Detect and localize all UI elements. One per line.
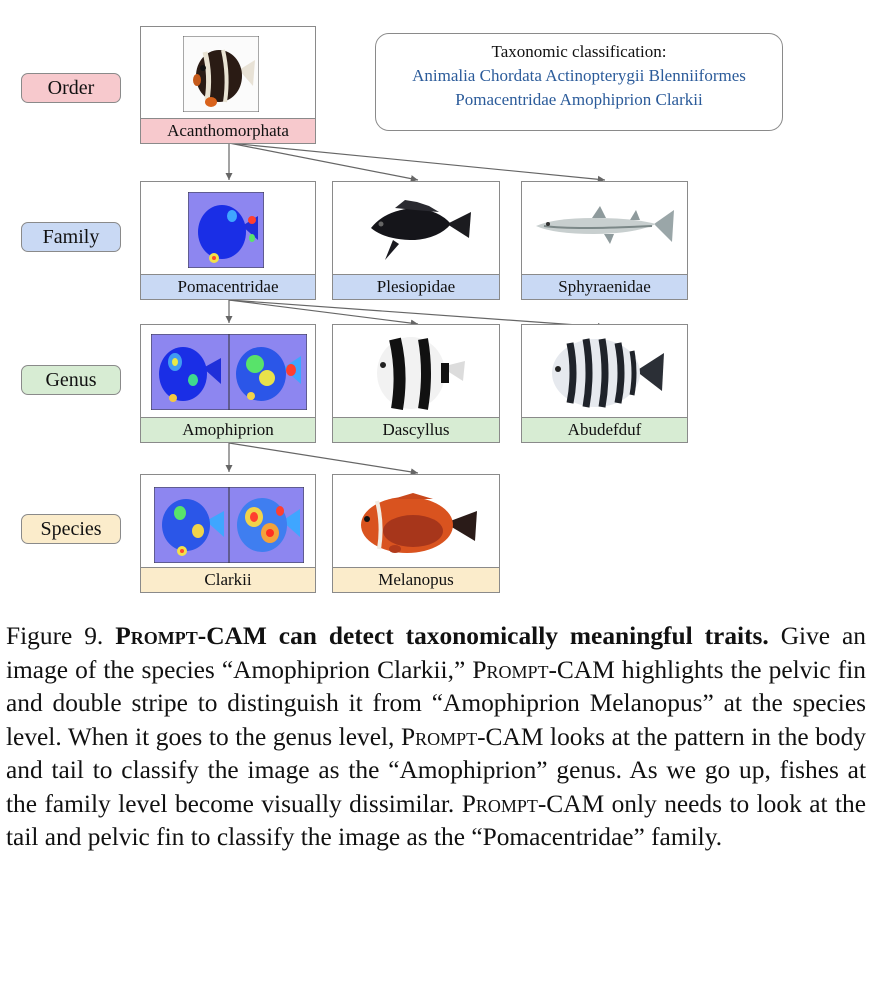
caption-amophiprion: Amophiprion (141, 417, 315, 442)
card-acanthomorphata: Acanthomorphata (140, 26, 316, 144)
caption-sentence-2b: looks at the pattern in the body and tai… (6, 722, 866, 818)
caption-plesiopidae: Plesiopidae (333, 274, 499, 299)
taxonomic-classification-names: Animalia Chordata Actinopterygii Blennii… (412, 66, 746, 109)
hierarchy-arrows (225, 142, 606, 476)
arrow-family-dascyllus (228, 299, 419, 327)
taxonomic-classification-box: Taxonomic classification: Animalia Chord… (375, 33, 783, 131)
method-name-1: Prompt-CAM (472, 655, 615, 684)
caption-sentence-3b: only needs to look at the tail and pelvi… (6, 789, 866, 852)
caption-bold-heading: Prompt-CAM can detect taxonomically mean… (115, 622, 769, 650)
caption-melanopus: Melanopus (333, 567, 499, 592)
caption-abudefduf: Abudefduf (522, 417, 687, 442)
card-dascyllus: Dascyllus (332, 324, 500, 443)
card-clarkii: Clarkii (140, 474, 316, 593)
attention-maps-clarkii (154, 487, 304, 563)
card-melanopus: Melanopus (332, 474, 500, 593)
taxonomy-figure: Order Family Genus Species Taxonomic cla… (21, 26, 783, 593)
level-label-species: Species (21, 514, 121, 544)
fish-photo-barracuda (536, 206, 674, 244)
method-name-3: Prompt-CAM (461, 789, 605, 818)
method-name-bold: Prompt-CAM (115, 622, 267, 650)
card-amophiprion: Amophiprion (140, 324, 316, 443)
caption-bold-rest: can detect taxonomically meaningful trai… (266, 622, 769, 650)
card-sphyraenidae: Sphyraenidae (521, 181, 688, 300)
card-plesiopidae: Plesiopidae (332, 181, 500, 300)
card-pomacentridae: Pomacentridae (140, 181, 316, 300)
level-label-order: Order (21, 73, 121, 103)
card-abudefduf: Abudefduf (521, 324, 688, 443)
attention-maps-amophiprion (151, 334, 307, 410)
caption-dascyllus: Dascyllus (333, 417, 499, 442)
fish-photo-clownfish (183, 36, 259, 112)
level-label-family: Family (21, 222, 121, 252)
method-name-2: Prompt-CAM (400, 722, 544, 751)
arrow-genus-melanopus (228, 442, 419, 476)
caption-clarkii: Clarkii (141, 567, 315, 592)
attention-map-pomacentridae (188, 192, 264, 268)
arrow-family-abudefduf (228, 299, 606, 331)
fish-photo-melanopus (361, 493, 477, 553)
figure-caption: Figure 9. Prompt-CAM can detect taxonomi… (6, 620, 866, 855)
fish-photo-plesiopidae (371, 200, 471, 260)
level-label-genus: Genus (21, 365, 121, 395)
fish-photo-abudefduf (552, 338, 664, 408)
arrow-order-plesiopidae (228, 142, 419, 183)
caption-pomacentridae: Pomacentridae (141, 274, 315, 299)
fish-photo-dascyllus (377, 337, 465, 410)
taxonomic-classification-title: Taxonomic classification: (491, 42, 667, 61)
caption-sentence-1b: highlights the pelvic fin and double str… (6, 655, 866, 751)
figure-label: Figure 9. (6, 622, 104, 650)
caption-acanthomorphata: Acanthomorphata (141, 118, 315, 143)
caption-sentence-1a: Give an image of the species “Amophiprio… (6, 622, 866, 684)
arrow-order-sphyraenidae (228, 142, 606, 183)
caption-sphyraenidae: Sphyraenidae (522, 274, 687, 299)
